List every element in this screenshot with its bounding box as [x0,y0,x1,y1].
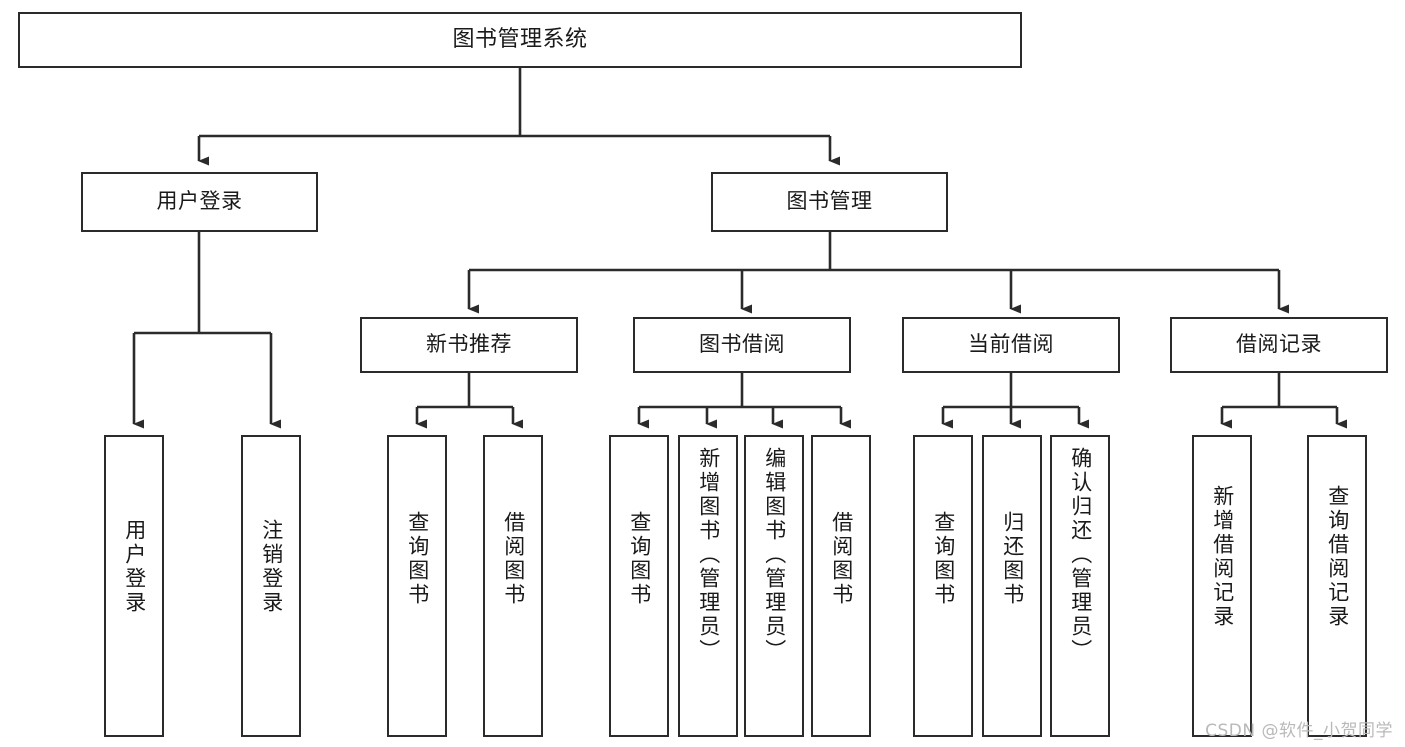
node-label: 新增借阅记录 [1210,485,1235,629]
node-label: 图书管理 [786,189,873,214]
node-book-borrow[interactable]: 图书借阅 [633,317,851,373]
leaf-borrow-book-recommend[interactable]: 借阅图书 [483,435,543,737]
node-label: 图书管理系统 [452,26,588,52]
node-label: 查询图书 [931,511,956,607]
csdn-watermark: CSDN @软件_小贺同学 [1205,721,1393,741]
node-label: 借阅记录 [1236,332,1322,357]
node-borrow-record[interactable]: 借阅记录 [1170,317,1388,373]
leaf-add-borrow-record[interactable]: 新增借阅记录 [1192,435,1252,737]
node-label: 查询图书 [627,511,652,607]
node-label: 查询图书 [405,511,430,607]
node-label: 用户登录 [122,519,147,615]
node-label: 注销登录 [259,519,284,615]
leaf-user-login[interactable]: 用户登录 [104,435,164,737]
node-root-system[interactable]: 图书管理系统 [18,12,1022,68]
node-label: 确认归还（管理员） [1068,447,1093,663]
leaf-edit-book-admin[interactable]: 编辑图书（管理员） [744,435,804,737]
node-label: 新增图书（管理员） [696,447,721,663]
node-label: 查询借阅记录 [1325,485,1350,629]
node-label: 当前借阅 [968,332,1054,357]
node-label: 借阅图书 [501,511,526,607]
leaf-query-book-current[interactable]: 查询图书 [913,435,973,737]
node-user-login[interactable]: 用户登录 [81,172,318,232]
leaf-borrow-book-borrow[interactable]: 借阅图书 [811,435,871,737]
leaf-query-borrow-record[interactable]: 查询借阅记录 [1307,435,1367,737]
leaf-add-book-admin[interactable]: 新增图书（管理员） [678,435,738,737]
node-label: 借阅图书 [829,511,854,607]
node-label: 图书借阅 [699,332,785,357]
node-new-book-recommend[interactable]: 新书推荐 [360,317,578,373]
leaf-query-book-borrow[interactable]: 查询图书 [609,435,669,737]
node-label: 归还图书 [1000,511,1025,607]
node-label: 新书推荐 [426,332,512,357]
leaf-logout-login[interactable]: 注销登录 [241,435,301,737]
leaf-confirm-return-admin[interactable]: 确认归还（管理员） [1050,435,1110,737]
leaf-return-book[interactable]: 归还图书 [982,435,1042,737]
node-current-borrow[interactable]: 当前借阅 [902,317,1120,373]
node-book-manage[interactable]: 图书管理 [711,172,948,232]
node-label: 编辑图书（管理员） [762,447,787,663]
node-label: 用户登录 [156,189,243,214]
leaf-query-book-recommend[interactable]: 查询图书 [387,435,447,737]
